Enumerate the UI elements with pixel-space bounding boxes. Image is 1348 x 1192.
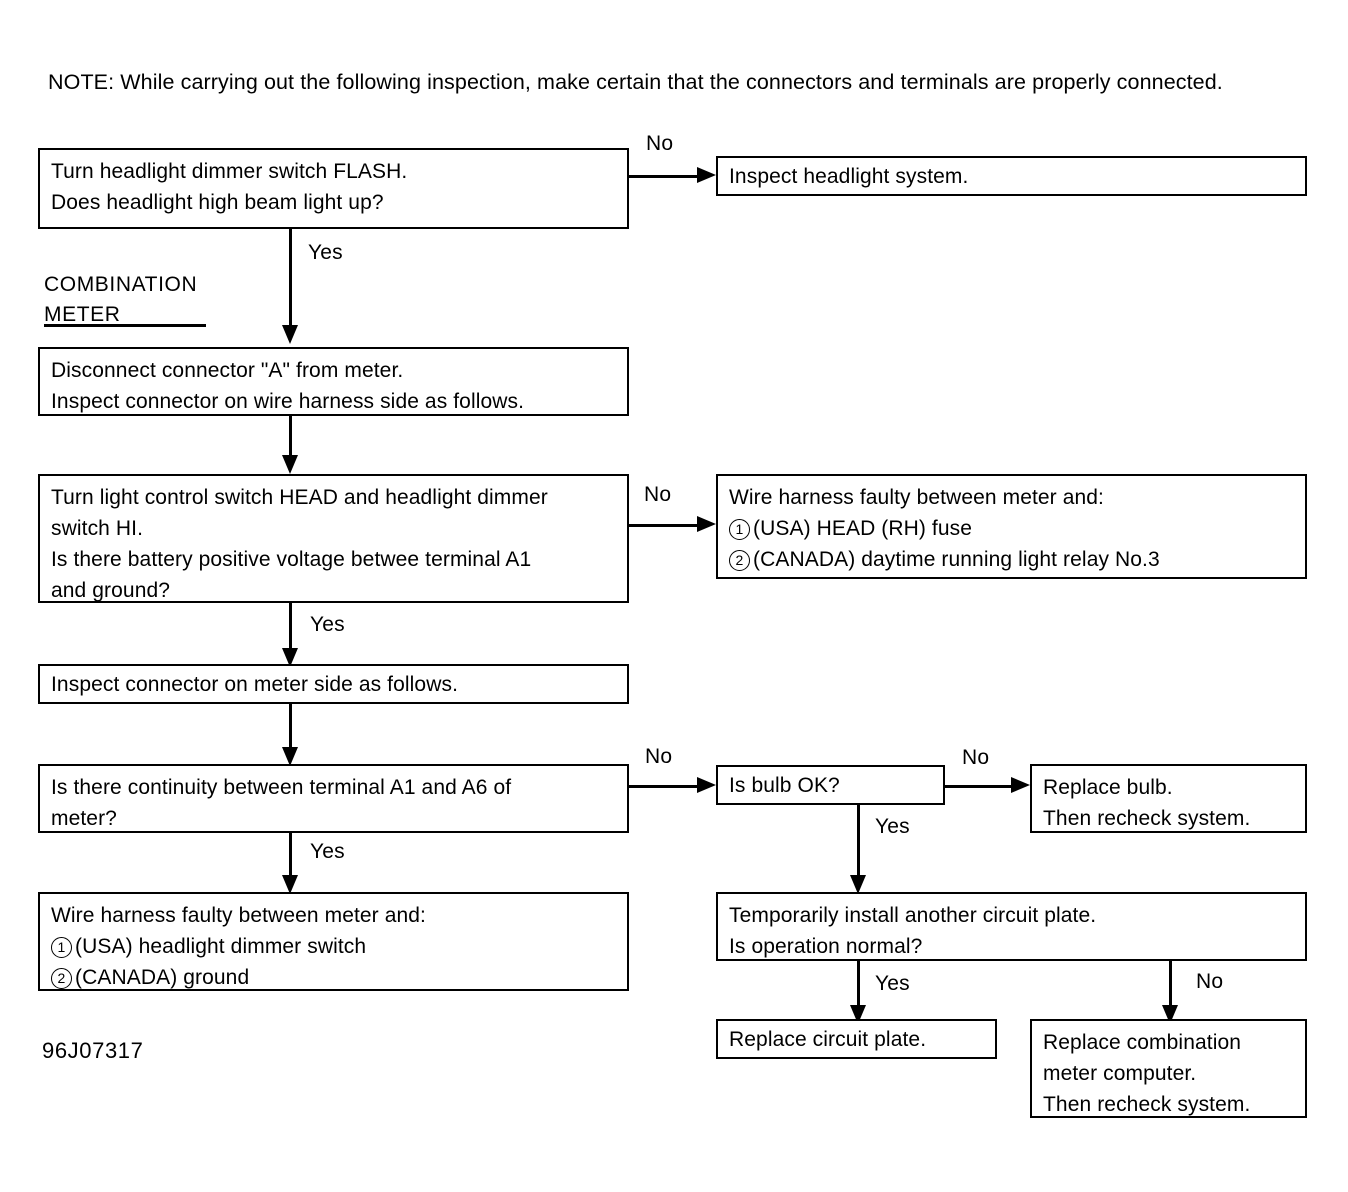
node-line: Temporarily install another circuit plat… [729, 904, 1097, 927]
edge-arrow-n1-n3 [282, 325, 298, 344]
node-line: Turn headlight dimmer switch FLASH. [51, 160, 408, 183]
edge-line-n1-n2 [629, 175, 707, 178]
edge-line-n7-n10 [289, 833, 292, 885]
edge-label-yes: Yes [310, 840, 345, 863]
edge-label-yes: Yes [875, 815, 910, 838]
node-line: Does headlight high beam light up? [51, 191, 384, 214]
circled-number-1: 1 [729, 519, 750, 540]
circled-number-1: 1 [51, 937, 72, 958]
node-line: (USA) headlight dimmer switch [75, 935, 367, 958]
edge-line-n11-n12 [857, 961, 860, 1016]
node-line: and ground? [51, 579, 171, 602]
edge-label-no: No [645, 745, 673, 768]
edge-line-n4-n5 [629, 524, 707, 527]
node-line: Inspect connector on wire harness side a… [51, 390, 525, 413]
node-line: Replace combination [1043, 1031, 1242, 1054]
edge-label-yes: Yes [875, 972, 910, 995]
edge-label-yes: Yes [310, 613, 345, 636]
node-turn-light-control-head[interactable]: Turn light control switch HEAD and headl… [38, 474, 629, 603]
edge-line-n8-n9 [945, 785, 1021, 788]
edge-arrow-n4-n6 [282, 648, 298, 667]
node-line: Replace bulb. [1043, 776, 1173, 799]
node-line: Then recheck system. [1043, 807, 1251, 830]
node-replace-combination-meter-computer[interactable]: Replace combination meter computer. Then… [1030, 1019, 1307, 1118]
node-disconnect-connector-a[interactable]: Disconnect connector "A" from meter. Ins… [38, 347, 629, 416]
group-label-underline [44, 324, 206, 327]
node-replace-circuit-plate[interactable]: Replace circuit plate. [716, 1019, 997, 1059]
node-numbered-line: 1(USA) HEAD (RH) fuse [729, 513, 1305, 544]
edge-line-n6-n7 [289, 704, 292, 756]
node-line: (CANADA) daytime running light relay No.… [753, 548, 1160, 571]
edge-arrow-n8-n11 [850, 875, 866, 894]
edge-line-n7-n8 [629, 785, 707, 788]
node-line: (CANADA) ground [75, 966, 250, 989]
node-line: Disconnect connector "A" from meter. [51, 359, 404, 382]
edge-arrow-n3-n4 [282, 455, 298, 474]
node-numbered-line: 2(CANADA) daytime running light relay No… [729, 544, 1305, 575]
edge-line-n1-n3 [289, 229, 292, 331]
node-continuity-a1-a6[interactable]: Is there continuity between terminal A1 … [38, 764, 629, 833]
node-line: meter? [51, 807, 117, 830]
edge-line-n4-n6 [289, 603, 292, 658]
edge-label-yes: Yes [308, 241, 343, 264]
edge-arrow-n4-n5 [697, 516, 716, 532]
edge-arrow-n8-n9 [1011, 777, 1030, 793]
node-line: Is there battery positive voltage betwee… [51, 548, 532, 571]
edge-line-n8-n11 [857, 805, 860, 883]
node-line: Is operation normal? [729, 935, 923, 958]
node-numbered-line: 2(CANADA) ground [51, 962, 627, 993]
node-line: switch HI. [51, 517, 144, 540]
group-label-line2: METER [44, 303, 121, 326]
circled-number-2: 2 [51, 968, 72, 989]
note-text: NOTE: While carrying out the following i… [48, 70, 1223, 94]
edge-line-n3-n4 [289, 416, 292, 464]
node-line: Wire harness faulty between meter and: [729, 486, 1104, 509]
node-line: Is bulb OK? [729, 774, 840, 797]
node-line: Wire harness faulty between meter and: [51, 904, 426, 927]
node-line: Turn light control switch HEAD and headl… [51, 486, 548, 509]
node-numbered-line: 1(USA) headlight dimmer switch [51, 931, 627, 962]
node-replace-bulb[interactable]: Replace bulb. Then recheck system. [1030, 764, 1307, 833]
node-line: Then recheck system. [1043, 1093, 1251, 1116]
node-line: Is there continuity between terminal A1 … [51, 776, 512, 799]
node-line: Inspect connector on meter side as follo… [51, 673, 459, 696]
node-line: (USA) HEAD (RH) fuse [753, 517, 973, 540]
node-is-bulb-ok[interactable]: Is bulb OK? [716, 765, 945, 805]
edge-label-no: No [644, 483, 672, 506]
edge-label-no: No [962, 746, 990, 769]
node-turn-dimmer-flash[interactable]: Turn headlight dimmer switch FLASH. Does… [38, 148, 629, 229]
node-wire-harness-faulty-dimmer-ground[interactable]: Wire harness faulty between meter and: 1… [38, 892, 629, 991]
edge-arrow-n1-n2 [697, 167, 716, 183]
node-inspect-headlight-system[interactable]: Inspect headlight system. [716, 156, 1307, 196]
node-line: Inspect headlight system. [729, 165, 969, 188]
edge-label-no: No [1196, 970, 1224, 993]
edge-line-n11-n13 [1169, 961, 1172, 1016]
node-wire-harness-faulty-fuse-relay[interactable]: Wire harness faulty between meter and: 1… [716, 474, 1307, 579]
node-line: Replace circuit plate. [729, 1028, 927, 1051]
edge-arrow-n6-n7 [282, 747, 298, 766]
node-inspect-connector-meter-side[interactable]: Inspect connector on meter side as follo… [38, 664, 629, 704]
edge-label-no: No [646, 132, 674, 155]
circled-number-2: 2 [729, 550, 750, 571]
edge-arrow-n7-n10 [282, 875, 298, 894]
edge-arrow-n7-n8 [697, 777, 716, 793]
figure-number: 96J07317 [42, 1038, 144, 1063]
group-label-line1: COMBINATION [44, 273, 198, 296]
node-temporarily-install-circuit-plate[interactable]: Temporarily install another circuit plat… [716, 892, 1307, 961]
node-line: meter computer. [1043, 1062, 1197, 1085]
